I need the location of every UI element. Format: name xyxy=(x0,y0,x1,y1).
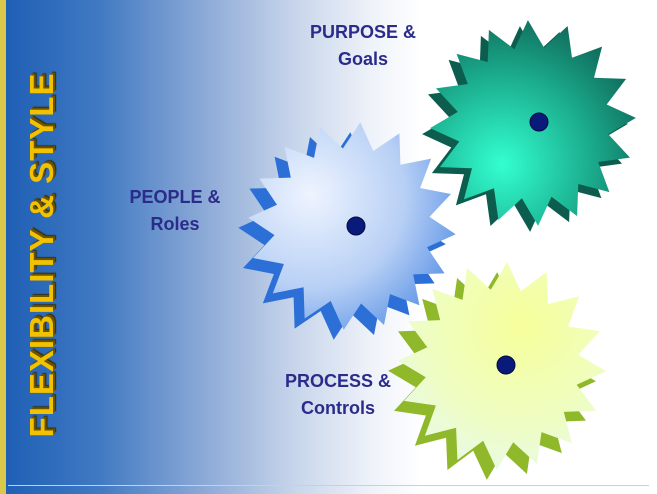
people-label: PEOPLE & Roles xyxy=(110,184,240,238)
people-label-line2: Roles xyxy=(150,214,200,234)
process-label-line1: PROCESS & xyxy=(284,371,392,391)
process-label: PROCESS & Controls xyxy=(268,368,408,422)
purpose-gear xyxy=(422,20,636,232)
people-gear-hub xyxy=(346,216,366,236)
process-gear-hub xyxy=(496,355,516,375)
purpose-label: PURPOSE & Goals xyxy=(293,19,433,73)
people-gear xyxy=(238,122,456,340)
purpose-label-line1: PURPOSE & xyxy=(309,22,417,42)
process-gear xyxy=(388,262,606,480)
purpose-gear-hub xyxy=(529,112,549,132)
divider xyxy=(8,485,649,486)
people-label-line1: PEOPLE & xyxy=(129,187,221,207)
process-label-line2: Controls xyxy=(301,398,375,418)
purpose-label-line2: Goals xyxy=(337,49,389,69)
